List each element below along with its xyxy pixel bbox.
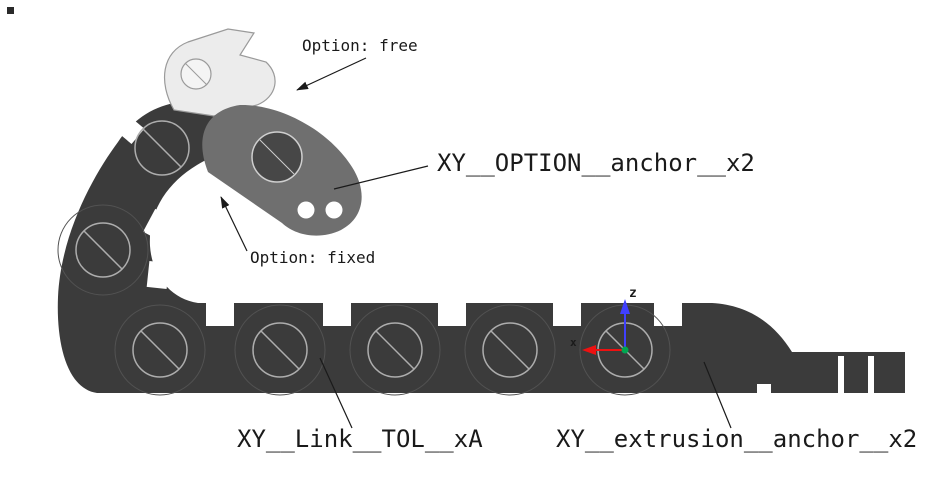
- tooth-notch: [553, 302, 581, 326]
- frame-corner-mark: [7, 7, 14, 14]
- pivot-circle: [134, 120, 190, 176]
- option-link-pivot-chord: [259, 139, 295, 175]
- option-link-hole: [297, 201, 315, 219]
- tooth-notch: [111, 111, 145, 145]
- tail-slit: [838, 356, 844, 393]
- leader-link-tol: [319, 357, 353, 429]
- coordinate-triad: z x: [570, 286, 637, 355]
- option-anchor-link: [202, 104, 362, 236]
- option-link-hole: [325, 201, 343, 219]
- tooth-notches: [111, 111, 874, 393]
- label-option-free: Option: free: [302, 36, 418, 55]
- leader-extrusion-anchor: [703, 361, 732, 429]
- z-axis-label: z: [629, 286, 637, 301]
- tooth-notch: [206, 302, 234, 326]
- leader-lines: [220, 57, 732, 429]
- label-option-anchor: XY__OPTION__anchor__x2: [437, 149, 755, 177]
- tooth-notch: [654, 302, 682, 326]
- free-option-link: [163, 28, 276, 117]
- origin-marker: [621, 346, 629, 354]
- x-axis-arrowhead: [582, 345, 596, 355]
- chain-body: [57, 101, 905, 394]
- pivot-circle: [114, 304, 206, 396]
- tooth-notch: [323, 302, 351, 326]
- label-option-fixed: Option: fixed: [250, 248, 375, 267]
- label-extrusion-anchor: XY__extrusion__anchor__x2: [556, 425, 917, 453]
- chain-body-group: [57, 101, 905, 394]
- pivot-circle: [57, 204, 149, 296]
- tooth-notch: [146, 261, 170, 289]
- free-link-pivot-chord: [184, 62, 208, 86]
- tooth-notch: [143, 208, 173, 242]
- x-axis-label: x: [570, 336, 577, 349]
- pivot-circle: [464, 304, 556, 396]
- pivot-circle: [349, 304, 441, 396]
- labels: Option: free XY__OPTION__anchor__x2 Opti…: [237, 36, 917, 453]
- leader-option-free: [296, 57, 367, 91]
- pivot-circle: [234, 304, 326, 396]
- pivot-circles: [57, 120, 671, 396]
- leader-option-fixed: [220, 196, 248, 252]
- tail-slit: [868, 356, 874, 393]
- tooth-notch: [438, 302, 466, 326]
- label-link-tol: XY__Link__TOL__xA: [237, 425, 483, 453]
- leader-option-anchor: [333, 165, 429, 190]
- free-link-plate: [163, 28, 276, 117]
- z-axis-arrowhead: [620, 299, 630, 314]
